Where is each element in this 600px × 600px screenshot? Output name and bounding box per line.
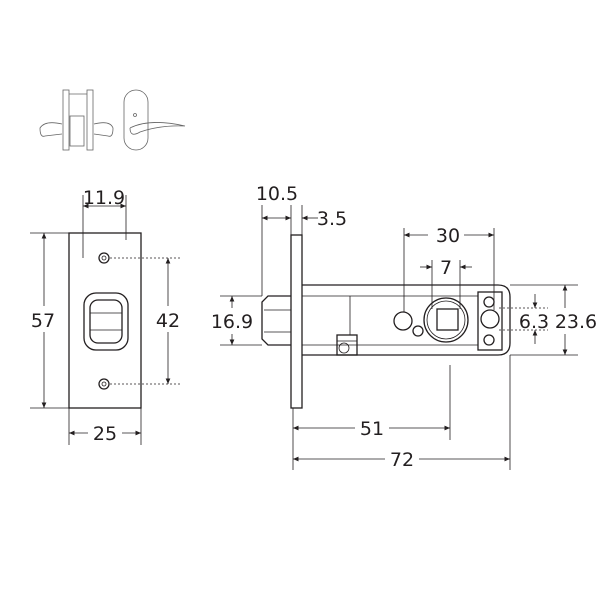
dim-hub-to-hole: 30 [436,225,460,247]
dim-length: 72 [390,449,414,471]
dim-offset: 11.9 [83,187,125,209]
lever-handle-thumbnail [39,89,186,151]
dim-height: 57 [31,310,55,332]
dim-spindle: 7 [440,257,452,279]
dim-latch-projection: 10.5 [256,183,298,205]
dim-latch-height: 16.9 [211,311,253,333]
dim-plate-thickness: 3.5 [317,208,347,230]
dim-hole-dia: 6.3 [519,311,549,333]
dim-body-height: 23.6 [555,311,597,333]
dim-screw-spacing: 42 [156,310,180,332]
dim-width: 25 [93,423,117,445]
dim-backset: 51 [360,418,384,440]
faceplate-front-view: 11.9 57 42 25 [28,187,186,445]
latch-side-view: 10.5 3.5 30 7 16.9 6.3 23.6 51 72 [210,183,600,471]
